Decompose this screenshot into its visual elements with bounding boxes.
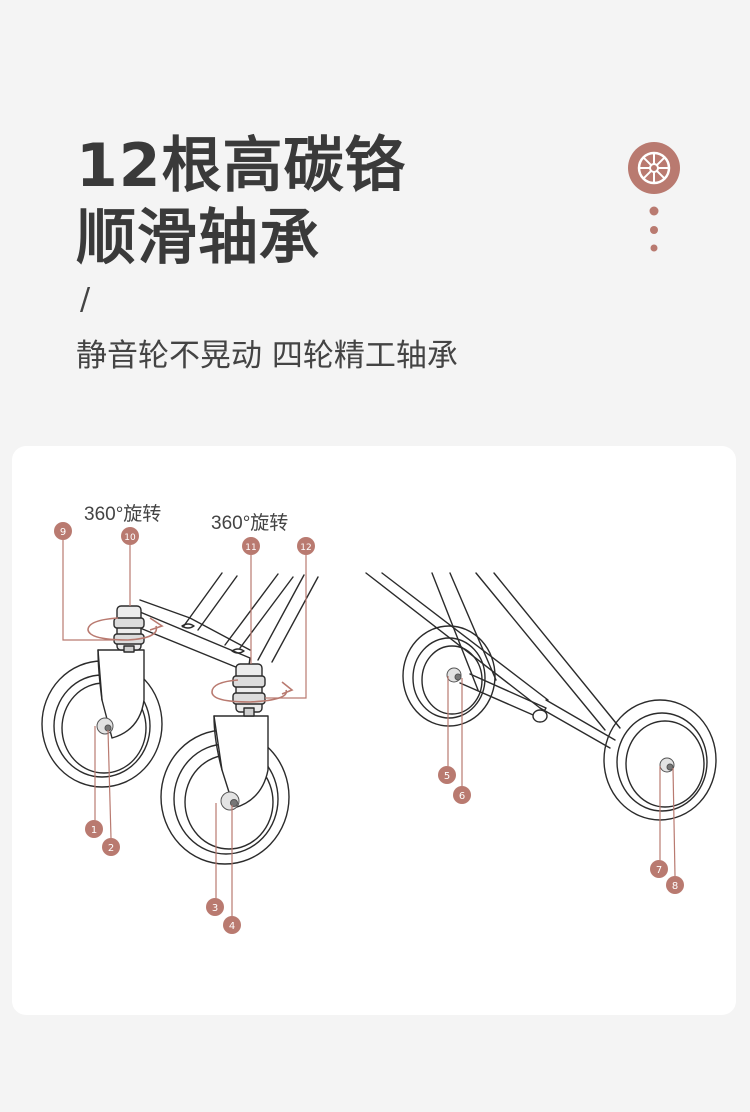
stroller-wheel-diagram: 360°旋转 360°旋转 9 10 11 12 1 2 3 4 5 6 7 8 [41, 503, 717, 934]
bearing-front-left [96, 717, 114, 735]
rear-frame [365, 572, 621, 749]
callout-7: 7 [650, 860, 668, 878]
callout-6: 6 [453, 786, 471, 804]
diagram-card: 360°旋转 360°旋转 9 10 11 12 1 2 3 4 5 6 7 8 [12, 446, 736, 1015]
page-subtitle: 静音轮不晃动 四轮精工轴承 [76, 338, 458, 374]
callout-11: 11 [242, 537, 260, 555]
callout-3: 3 [206, 898, 224, 916]
svg-text:1: 1 [91, 825, 97, 836]
callout-5: 5 [438, 766, 456, 784]
wheel-badge [628, 142, 680, 252]
svg-text:7: 7 [656, 865, 662, 876]
svg-text:6: 6 [459, 791, 465, 802]
callout-10: 10 [121, 527, 139, 545]
svg-text:8: 8 [672, 881, 678, 892]
callout-9: 9 [54, 522, 72, 540]
svg-text:10: 10 [124, 533, 136, 543]
rear-left-wheel [402, 625, 496, 727]
callout-1: 1 [85, 820, 103, 838]
front-frame [139, 572, 319, 673]
axle-bearings [96, 667, 675, 811]
svg-text:12: 12 [300, 543, 311, 553]
callout-2: 2 [102, 838, 120, 856]
title-separator: / [80, 282, 91, 317]
callout-8: 8 [666, 876, 684, 894]
svg-text:4: 4 [229, 921, 235, 932]
bearing-rear-left [446, 667, 462, 683]
dot-2 [650, 226, 658, 234]
callout-badges: 9 10 11 12 1 2 3 4 5 6 7 8 [54, 522, 684, 934]
svg-text:3: 3 [212, 903, 218, 914]
rotation-arrow-left [87, 617, 158, 641]
dot-3 [650, 244, 658, 252]
rotation-label-right: 360°旋转 [211, 512, 288, 534]
title-line-1: 12根高碳铬 [76, 131, 406, 201]
svg-text:2: 2 [108, 843, 114, 854]
wheel-icon [628, 142, 680, 194]
dot-1 [649, 206, 659, 216]
front-right-caster [232, 663, 266, 717]
page-title: 12根高碳铬 顺滑轴承 [76, 130, 406, 274]
front-left-caster [113, 605, 145, 653]
svg-text:11: 11 [245, 543, 256, 553]
svg-text:9: 9 [60, 527, 66, 538]
title-line-2: 顺滑轴承 [76, 203, 320, 273]
callout-4: 4 [223, 916, 241, 934]
front-right-wheel [160, 715, 290, 865]
svg-text:5: 5 [444, 771, 450, 782]
bearing-rear-right [659, 757, 675, 773]
leader-lines [62, 540, 676, 916]
bearing-front-right [220, 791, 240, 811]
rotation-label-left: 360°旋转 [84, 503, 161, 525]
callout-12: 12 [297, 537, 315, 555]
front-left-wheel [41, 649, 163, 788]
